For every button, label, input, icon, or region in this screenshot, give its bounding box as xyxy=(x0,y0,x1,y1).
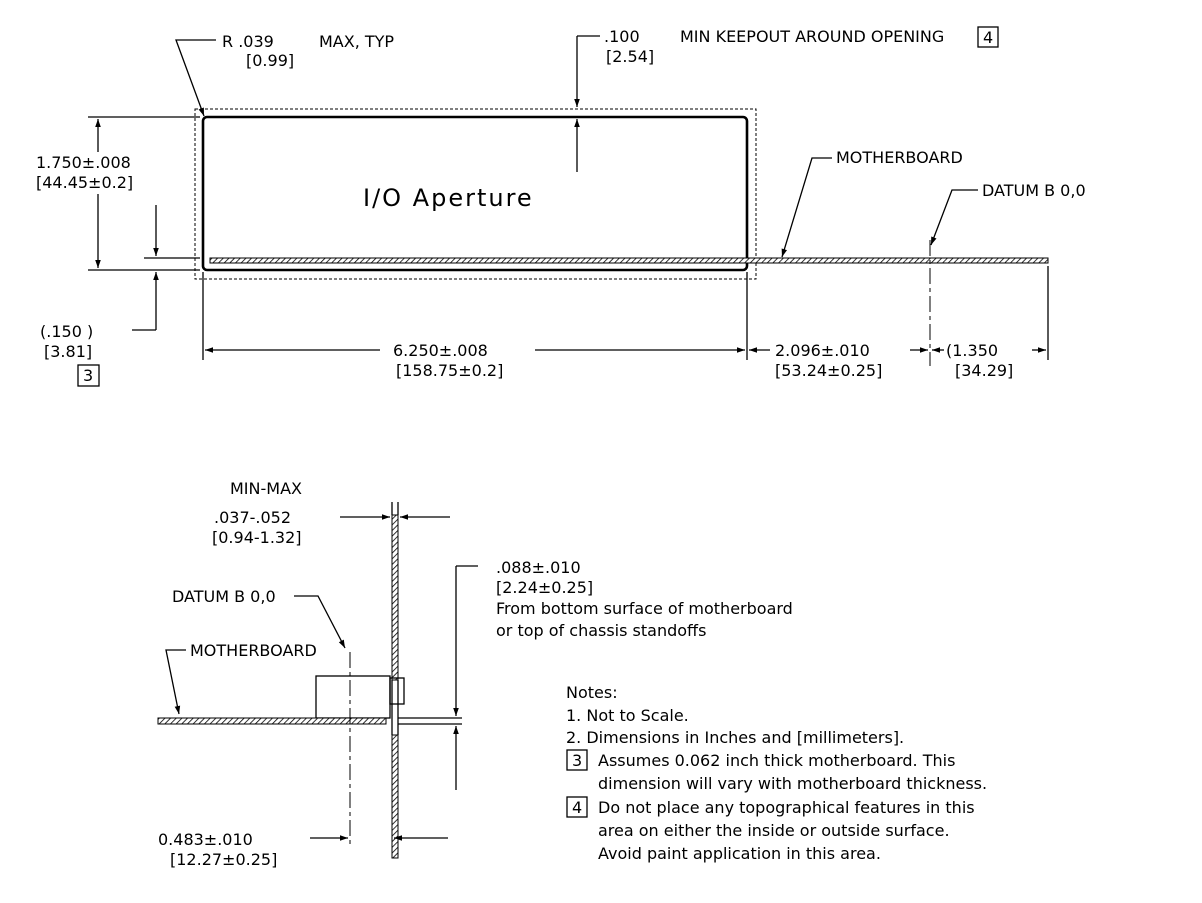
thickness-mm: [0.94-1.32] xyxy=(212,528,302,547)
note-4-line-3: Avoid paint application in this area. xyxy=(598,844,881,863)
side-motherboard-label: MOTHERBOARD xyxy=(190,641,317,660)
motherboard-label: MOTHERBOARD xyxy=(836,148,963,167)
note-4-line-1: Do not place any topographical features … xyxy=(598,798,975,817)
gap-in: .088±.010 xyxy=(496,558,581,577)
aperture-outline xyxy=(201,115,749,272)
offset-note-ref: 3 xyxy=(83,366,93,385)
note-3-ref: 3 xyxy=(572,751,582,770)
width-mm: [158.75±0.2] xyxy=(396,361,503,380)
offset-mm: [3.81] xyxy=(44,342,92,361)
radius-label: R .039 xyxy=(222,32,274,51)
offset-note-box xyxy=(77,364,100,387)
note-4-ref: 4 xyxy=(572,798,582,817)
keepout-in: .100 xyxy=(604,27,640,46)
note-4-line-2: area on either the inside or outside sur… xyxy=(598,821,950,840)
side-view: MIN-MAX .037-.052 [0.94-1.32] MOTHERBOAR… xyxy=(157,479,793,869)
keepout-boundary xyxy=(194,108,757,280)
connector-body xyxy=(315,675,391,719)
height-label-bg xyxy=(32,152,162,194)
keepout-mm: [2.54] xyxy=(606,47,654,66)
beyond-datum-in: (1.350 xyxy=(946,341,998,360)
gap-desc-2: or top of chassis standoffs xyxy=(496,621,706,640)
thickness-in: .037-.052 xyxy=(214,508,291,527)
offset-in: (.150 ) xyxy=(40,322,93,341)
gap-desc-1: From bottom surface of motherboard xyxy=(496,599,793,618)
note-3-ref-box xyxy=(566,749,588,771)
height-mm: [44.45±0.2] xyxy=(36,173,133,192)
note-3-line-2: dimension will vary with motherboard thi… xyxy=(598,774,987,793)
motherboard-strip xyxy=(209,257,1049,264)
connector-lip xyxy=(389,677,405,705)
keepout-note-ref: 4 xyxy=(983,28,993,47)
note-2: 2. Dimensions in Inches and [millimeters… xyxy=(566,728,904,747)
radius-mm: [0.99] xyxy=(246,51,294,70)
side-motherboard-leader xyxy=(165,649,186,715)
panel-wall-upper xyxy=(391,514,399,681)
top-view: I/O Aperture R .039 MAX, TYP [0.99] .100… xyxy=(32,26,1086,387)
side-datum-label: DATUM B 0,0 xyxy=(172,587,276,606)
radius-label-suffix: MAX, TYP xyxy=(319,32,394,51)
datum-leader xyxy=(930,189,978,246)
panel-wall-lower xyxy=(391,734,399,859)
to-datum-in: 2.096±.010 xyxy=(775,341,870,360)
note-ref-box xyxy=(977,26,999,48)
datum-dist-in: 0.483±.010 xyxy=(158,830,253,849)
note-1: 1. Not to Scale. xyxy=(566,706,689,725)
notes-heading: Notes: xyxy=(566,683,618,702)
range-heading: MIN-MAX xyxy=(230,479,302,498)
note-4-ref-box xyxy=(566,796,588,818)
to-datum-mm: [53.24±0.25] xyxy=(775,361,882,380)
datum-label: DATUM B 0,0 xyxy=(982,181,1086,200)
side-motherboard xyxy=(157,717,387,725)
motherboard-leader xyxy=(781,157,832,258)
height-in: 1.750±.008 xyxy=(36,153,131,172)
gap-mm: [2.24±0.25] xyxy=(496,578,593,597)
note-3-line-1: Assumes 0.062 inch thick motherboard. Th… xyxy=(598,751,955,770)
side-datum-leader xyxy=(294,595,346,649)
beyond-datum-mm: [34.29] xyxy=(955,361,1013,380)
radius-leader xyxy=(175,39,216,117)
keepout-text: MIN KEEPOUT AROUND OPENING xyxy=(680,27,944,46)
aperture-label: I/O Aperture xyxy=(363,184,534,212)
width-in: 6.250±.008 xyxy=(393,341,488,360)
datum-dist-mm: [12.27±0.25] xyxy=(170,850,277,869)
notes-block: Notes: 1. Not to Scale. 2. Dimensions in… xyxy=(566,683,987,863)
